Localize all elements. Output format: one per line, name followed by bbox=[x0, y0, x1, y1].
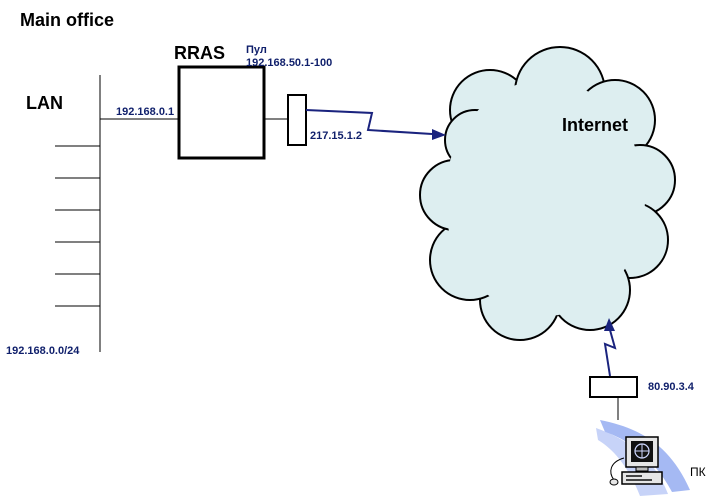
lan-subnet: 192.168.0.0/24 bbox=[6, 345, 80, 357]
rras-modem bbox=[287, 94, 307, 146]
internet-cloud-core bbox=[445, 80, 645, 316]
lan-hosts bbox=[55, 145, 100, 307]
remote-ip: 80.90.3.4 bbox=[648, 381, 694, 393]
remote-modem bbox=[589, 376, 638, 398]
lan-label: LAN bbox=[26, 93, 63, 113]
rras-internet-arrow bbox=[432, 129, 446, 140]
diagram-title: Main office bbox=[20, 10, 115, 30]
remote-pc-label: ПК bbox=[690, 465, 706, 479]
internet-label: Internet bbox=[562, 115, 629, 135]
pool-label: Пул bbox=[246, 44, 267, 56]
pool-range: 192.168.50.1-100 bbox=[246, 57, 333, 69]
rras-server bbox=[177, 65, 266, 160]
rras-lan-ip: 192.168.0.1 bbox=[116, 106, 175, 118]
rras-label: RRAS bbox=[174, 43, 226, 63]
remote-internet-arrow bbox=[604, 318, 615, 331]
rras-wan-ip: 217.15.1.2 bbox=[310, 130, 362, 142]
rras-internet-link bbox=[305, 109, 433, 135]
remote-pc-icon bbox=[596, 420, 690, 496]
remote-internet-link bbox=[603, 329, 617, 377]
